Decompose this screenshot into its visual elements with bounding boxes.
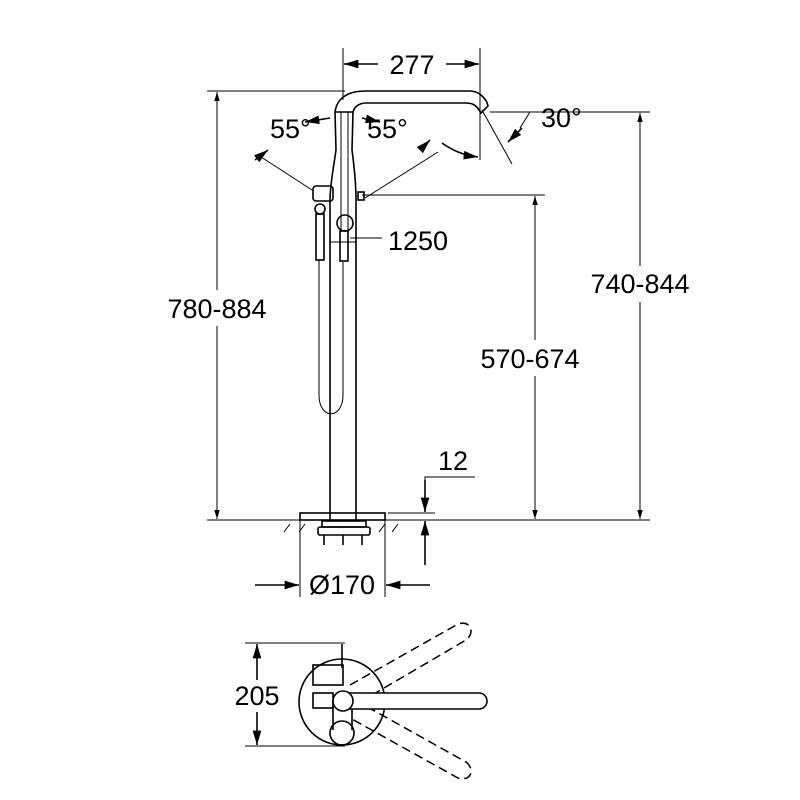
mixer-handle	[336, 214, 354, 232]
left-rotation-line	[257, 154, 313, 191]
shower-holder-top	[329, 720, 355, 746]
spout-reach-label: 277	[389, 50, 434, 80]
right-angle-label: 55°	[367, 114, 408, 144]
top-view-depth-label: 205	[234, 681, 279, 711]
spout-top	[312, 664, 344, 686]
total-height-label: 780-884	[167, 294, 266, 324]
column-body	[329, 111, 357, 520]
shower-hose	[318, 260, 344, 415]
handle-height-label: 570-674	[480, 344, 579, 374]
dimension-lines: 277 780-884 740-844 570-674 12 Ø170	[155, 48, 702, 600]
base-plate	[299, 512, 386, 521]
shower-holder	[312, 185, 334, 202]
hand-shower	[315, 213, 325, 261]
faucet-top-view: 205	[234, 622, 488, 780]
hose-length-label: 1250	[388, 226, 448, 256]
mixer-handle-top	[334, 692, 488, 710]
faucet-side-view: 55° 55° 30° 1250	[253, 90, 582, 545]
handle-rotated-right	[349, 699, 472, 780]
spout-angle-label: 30°	[541, 103, 582, 133]
spout-height-label: 740-844	[590, 269, 689, 299]
spout	[334, 90, 489, 115]
left-angle-label: 55°	[270, 114, 311, 144]
base-diameter-label: Ø170	[309, 570, 375, 600]
spout-angle-line	[481, 109, 513, 165]
right-rotation-line	[364, 151, 439, 199]
base-thickness-label: 12	[438, 446, 468, 476]
